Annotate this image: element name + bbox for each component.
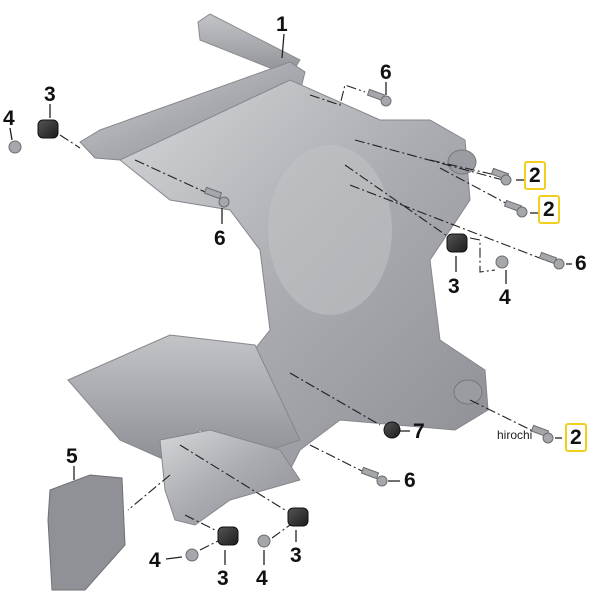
- callout-part-6: 6: [404, 469, 416, 492]
- callout-part-6: 6: [214, 227, 226, 250]
- cover-part: [47, 474, 126, 591]
- callout-part-3: 3: [44, 83, 56, 106]
- fasteners: [8, 88, 565, 562]
- leader-lines: [59, 84, 551, 551]
- screw-4-top-left: [8, 140, 22, 154]
- label-ticks: [9, 33, 572, 565]
- callout-part-4: 4: [3, 107, 15, 130]
- bolt-6-bottom: [360, 466, 388, 487]
- frame-bracket: [67, 13, 489, 526]
- callout-part-2-highlighted: 2: [538, 195, 560, 224]
- callout-part-2-highlighted: 2: [524, 161, 546, 190]
- callout-part-6: 6: [575, 252, 587, 275]
- callout-part-7: 7: [413, 420, 425, 443]
- watermark-text: hirochi: [497, 428, 533, 442]
- callout-part-4: 4: [149, 549, 161, 572]
- screw-4-bottom-right: [257, 534, 271, 548]
- bolt-2-c: [530, 424, 554, 444]
- screw-4-right: [495, 255, 509, 269]
- callout-part-3: 3: [448, 275, 460, 298]
- callout-part-3: 3: [290, 544, 302, 567]
- callout-part-1: 1: [276, 13, 288, 36]
- callout-part-2-highlighted: 2: [565, 423, 587, 452]
- screw-4-bottom-left: [185, 548, 199, 562]
- callout-part-4: 4: [499, 286, 511, 309]
- callout-part-4: 4: [256, 567, 268, 590]
- bolt-6-top: [366, 88, 392, 107]
- bolt-2-b: [503, 199, 528, 218]
- bolt-6-right: [538, 251, 565, 270]
- bolt-6-left: [203, 186, 230, 208]
- callout-part-3: 3: [217, 567, 229, 590]
- bolt-2-a: [490, 167, 512, 186]
- callout-part-5: 5: [66, 445, 78, 468]
- callout-part-6: 6: [380, 61, 392, 84]
- rubber-mounts: [37, 119, 468, 546]
